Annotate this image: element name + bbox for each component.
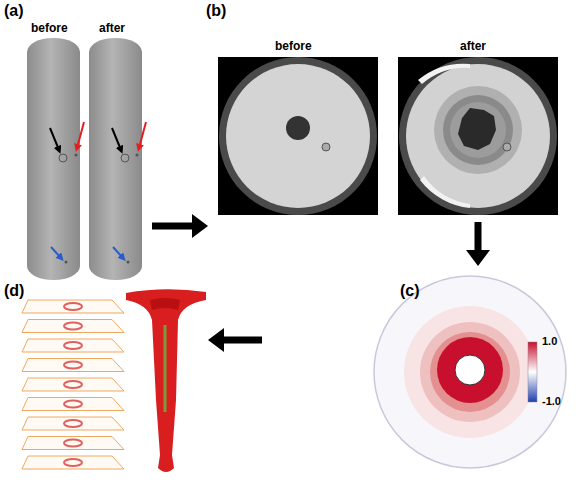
state-label: before [31,22,68,34]
panel-label: (b) [206,3,226,19]
state-label: before [275,40,312,52]
colorbar-value: -1.0 [542,396,561,407]
panel-label: (a) [4,3,24,19]
panel-label: (c) [400,283,420,299]
colorbar-value: 1.0 [542,336,557,347]
state-label: after [99,22,125,34]
strain-map [374,276,566,468]
state-label: after [460,40,486,52]
3d-strain-volume [126,289,206,472]
ct-slices [218,57,558,215]
slice-stack [22,300,124,469]
panel-label: (d) [4,283,24,299]
sample-cylinders [27,38,146,280]
